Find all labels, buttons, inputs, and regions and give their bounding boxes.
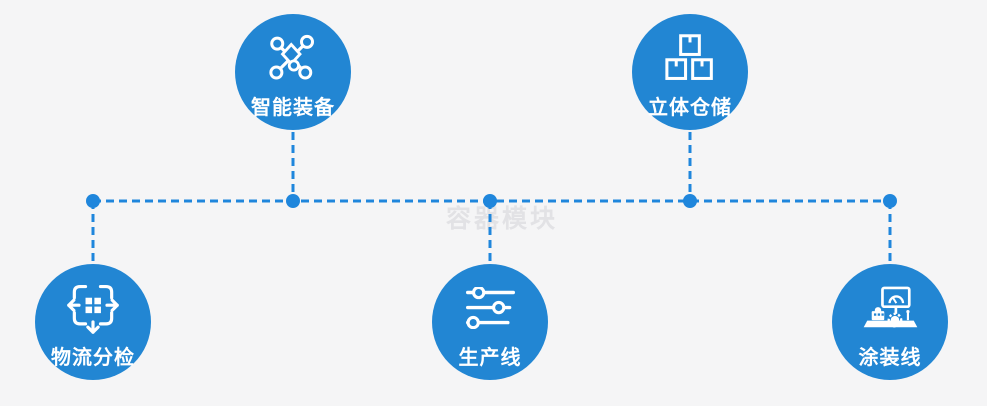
network-nodes-icon xyxy=(265,29,321,87)
junction-dot xyxy=(86,194,100,208)
sliders-icon xyxy=(465,279,516,337)
node-label: 物流分检 xyxy=(51,347,135,369)
watermark-text: 容器模块 xyxy=(446,205,559,233)
junction-dot xyxy=(483,194,497,208)
junction-dot xyxy=(286,194,300,208)
node-label: 智能装备 xyxy=(251,97,335,119)
stacked-boxes-icon xyxy=(665,29,715,87)
node-intelligent-equipment: 智能装备 xyxy=(235,14,351,130)
node-stereo-warehouse: 立体仓储 xyxy=(632,14,748,130)
junction-dot xyxy=(883,194,897,208)
node-production-line: 生产线 xyxy=(432,264,548,380)
node-painting-line: 涂装线 xyxy=(832,264,948,380)
workstation-icon xyxy=(861,279,920,337)
node-label: 生产线 xyxy=(458,347,522,369)
node-label: 涂装线 xyxy=(858,347,922,369)
junction-dot xyxy=(683,194,697,208)
node-logistics-sorting: 物流分检 xyxy=(35,264,151,380)
move-sort-icon xyxy=(65,279,121,337)
node-label: 立体仓储 xyxy=(648,97,732,119)
